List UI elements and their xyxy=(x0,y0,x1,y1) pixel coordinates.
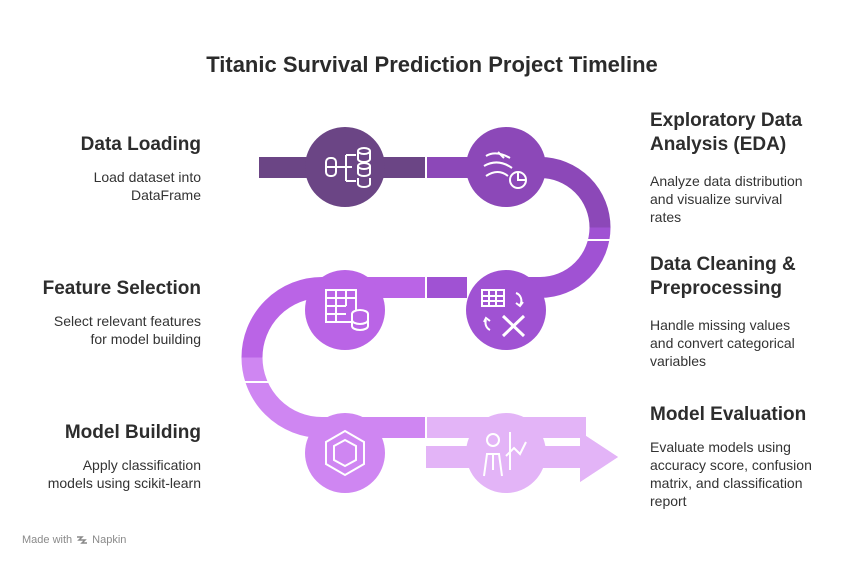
step-3-title: Data Cleaning & Preprocessing xyxy=(650,254,796,299)
step-5-node xyxy=(305,413,385,493)
step-2-desc: Analyze data distribution and visualize … xyxy=(650,173,803,225)
page-title: Titanic Survival Prediction Project Time… xyxy=(206,52,658,77)
table-transform-icon xyxy=(481,289,526,338)
step-4-node xyxy=(305,270,385,350)
presenter-chart-icon xyxy=(483,432,527,477)
step-6-title: Model Evaluation xyxy=(650,404,807,425)
database-flow-icon xyxy=(325,147,371,188)
step-3-desc: Handle missing values and convert catego… xyxy=(650,317,795,369)
step-1-node xyxy=(305,127,385,207)
step-2-node xyxy=(466,127,546,207)
footer: Made with Napkin xyxy=(22,534,126,546)
step-2-title: Exploratory Data Analysis (EDA) xyxy=(650,110,803,155)
step-4-title: Feature Selection xyxy=(42,278,201,299)
step-4-desc: Select relevant features for model build… xyxy=(53,313,201,347)
napkin-brand-label: Napkin xyxy=(92,534,127,546)
made-with-label: Made with xyxy=(22,534,73,546)
step-6-desc: Evaluate models using accuracy score, co… xyxy=(650,439,812,509)
step-1-title: Data Loading xyxy=(80,134,201,155)
step-5-title: Model Building xyxy=(64,422,201,443)
step-1-desc: Load dataset into DataFrame xyxy=(93,169,201,203)
step-6-node xyxy=(466,413,546,493)
hexagon-model-icon xyxy=(325,429,365,477)
napkin-logo-icon xyxy=(77,536,88,544)
data-flow-chart-icon xyxy=(483,151,527,189)
step-5-desc: Apply classification models using scikit… xyxy=(47,457,201,491)
step-3-node xyxy=(466,270,546,350)
path-curve-right xyxy=(486,157,611,228)
table-database-icon xyxy=(325,289,369,331)
